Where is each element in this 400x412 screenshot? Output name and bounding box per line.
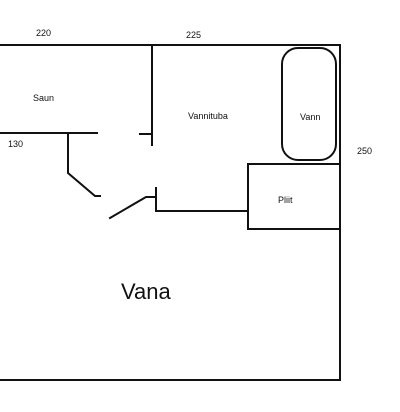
dimension-top-right: 225 [186, 30, 201, 40]
sauna-door [67, 133, 101, 197]
bathtub [281, 47, 337, 161]
room-label-pliit: Pliit [278, 195, 293, 205]
room-label-vann: Vann [300, 112, 320, 122]
dimension-top-left: 220 [36, 28, 51, 38]
dimension-right-side: 250 [357, 146, 372, 156]
room-label-vannituba: Vannituba [188, 111, 228, 121]
stove-block [247, 163, 341, 230]
interior-walls [0, 44, 249, 212]
room-label-saun: Saun [33, 93, 54, 103]
dimension-left-side: 130 [8, 139, 23, 149]
bathroom-door [108, 196, 157, 220]
doors [67, 133, 157, 220]
room-label-vana: Vana [121, 279, 172, 304]
